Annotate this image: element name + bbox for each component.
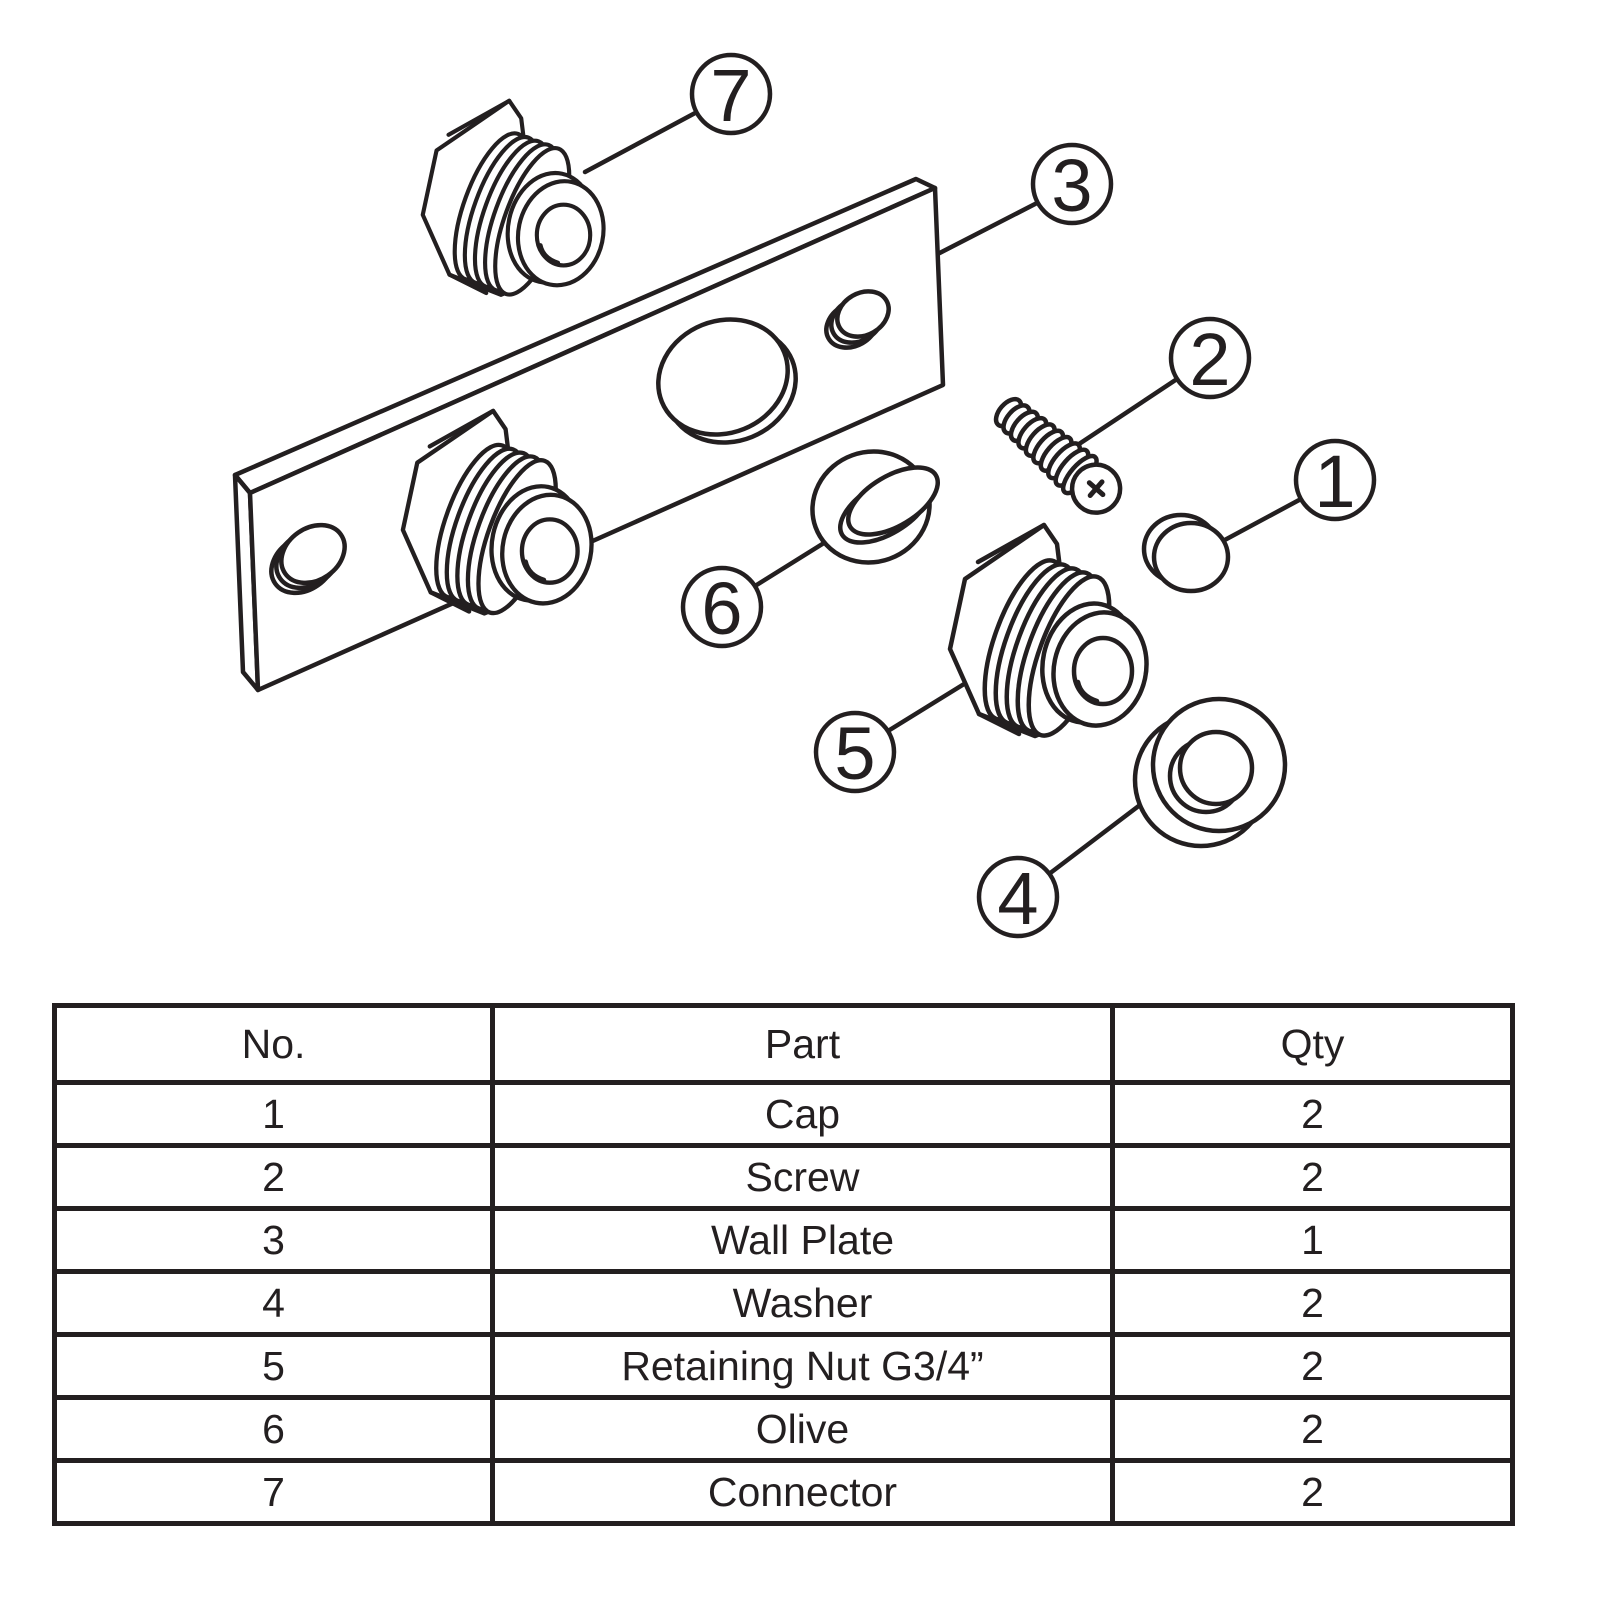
cell-no: 3 [52,1206,495,1274]
part-retaining-nut [950,525,1157,745]
cell-qty: 2 [1110,1143,1515,1211]
callout-7-number: 7 [710,54,751,137]
cell-part: Wall Plate [490,1206,1115,1274]
cell-qty: 2 [1110,1269,1515,1337]
table-row: 4 Washer 2 [52,1269,1515,1337]
cell-no: 5 [52,1332,495,1400]
parts-table: No. Part Qty 1 Cap 2 2 Screw 2 3 Wall Pl… [52,1003,1515,1526]
callout-3-leader [925,200,1040,262]
table-row: 2 Screw 2 [52,1143,1515,1211]
callout-3-number: 3 [1051,144,1092,227]
cell-qty: 2 [1110,1332,1515,1400]
cell-qty: 2 [1110,1458,1515,1526]
cell-qty: 2 [1110,1080,1515,1148]
part-connector [423,101,613,304]
callout-7: 7 [689,52,773,137]
cell-qty: 2 [1110,1395,1515,1463]
table-row: 5 Retaining Nut G3/4” 2 [52,1332,1515,1400]
callout-3: 3 [1030,142,1114,227]
callout-2-number: 2 [1189,318,1230,401]
table-row: 6 Olive 2 [52,1395,1515,1463]
header-no: No. [52,1003,495,1085]
cell-part: Cap [490,1080,1115,1148]
table-row: 3 Wall Plate 1 [52,1206,1515,1274]
callout-4: 4 [976,855,1060,940]
callout-1-number: 1 [1314,440,1355,523]
wall-plate-right-hole [824,289,891,350]
callout-4-number: 4 [997,857,1038,940]
wall-plate-center-hole [656,317,798,445]
callout-7-leader [582,109,700,175]
cell-part: Retaining Nut G3/4” [490,1332,1115,1400]
cell-part: Washer [490,1269,1115,1337]
callout-6-number: 6 [701,567,742,650]
part-screw [993,396,1123,515]
callout-1: 1 [1293,438,1377,523]
cell-part: Olive [490,1395,1115,1463]
part-washer [1132,696,1288,849]
callout-5: 5 [813,710,897,795]
cell-no: 2 [52,1143,495,1211]
table-header-row: No. Part Qty [52,1003,1515,1085]
header-qty: Qty [1110,1003,1515,1085]
cell-no: 1 [52,1080,495,1148]
callout-6: 6 [680,565,764,650]
part-olive [810,449,941,565]
callout-5-number: 5 [834,712,875,795]
cell-part: Connector [490,1458,1115,1526]
wall-plate-left-hole [269,522,347,596]
callout-2: 2 [1168,316,1252,401]
cell-no: 4 [52,1269,495,1337]
cell-part: Screw [490,1143,1115,1211]
table-row: 1 Cap 2 [52,1080,1515,1148]
table-row: 7 Connector 2 [52,1458,1515,1526]
cell-no: 7 [52,1458,495,1526]
header-part: Part [490,1003,1115,1085]
cell-no: 6 [52,1395,495,1463]
part-cap [1141,512,1231,594]
cell-qty: 1 [1110,1206,1515,1274]
callout-2-leader [1067,376,1180,453]
exploded-parts-diagram: 7 3 2 1 6 5 4 [232,52,1377,940]
phillips-cross-icon [1086,479,1106,498]
